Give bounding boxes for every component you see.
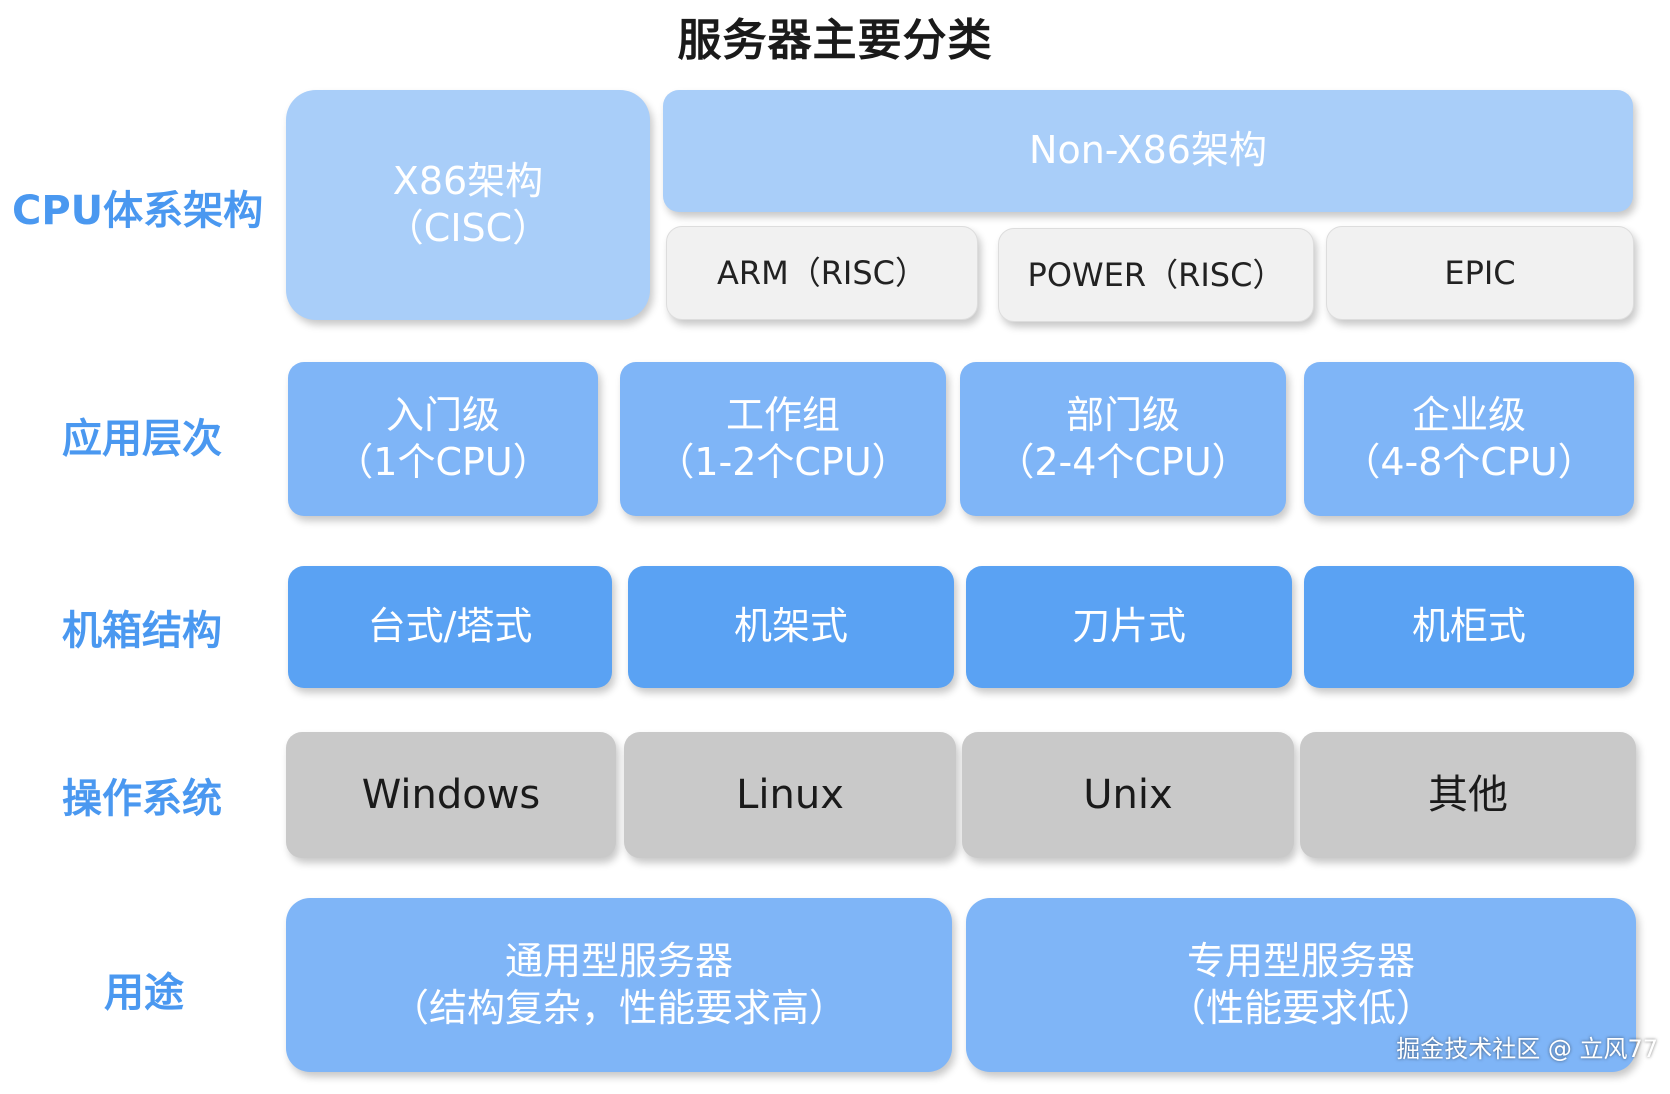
usage-dedicated-desc: （性能要求低） bbox=[1167, 986, 1434, 1030]
os-unix-box: Unix bbox=[962, 732, 1294, 858]
power-label: POWER（RISC） bbox=[1027, 256, 1285, 294]
power-box: POWER（RISC） bbox=[998, 228, 1314, 322]
usage-general-box: 通用型服务器 （结构复杂，性能要求高） bbox=[286, 898, 952, 1072]
chassis-tower-box: 台式/塔式 bbox=[288, 566, 612, 688]
level-workgroup-title: 工作组 bbox=[725, 392, 840, 437]
level-entry-box: 入门级 （1个CPU） bbox=[288, 362, 598, 516]
x86-box: X86架构 （CISC） bbox=[286, 90, 650, 320]
usage-general-desc: （结构复杂，性能要求高） bbox=[390, 986, 847, 1030]
epic-label: EPIC bbox=[1444, 254, 1516, 292]
row-label-level: 应用层次 bbox=[62, 416, 222, 462]
usage-dedicated-title: 专用型服务器 bbox=[1186, 938, 1415, 983]
chassis-cabinet-box: 机柜式 bbox=[1304, 566, 1634, 688]
arm-label: ARM（RISC） bbox=[716, 254, 928, 292]
epic-box: EPIC bbox=[1326, 226, 1634, 320]
os-other-box: 其他 bbox=[1300, 732, 1636, 858]
chassis-blade-box: 刀片式 bbox=[966, 566, 1292, 688]
level-workgroup-box: 工作组 （1-2个CPU） bbox=[620, 362, 946, 516]
level-department-box: 部门级 （2-4个CPU） bbox=[960, 362, 1286, 516]
level-department-title: 部门级 bbox=[1065, 392, 1180, 437]
chassis-blade-label: 刀片式 bbox=[1071, 604, 1186, 649]
os-windows-label: Windows bbox=[361, 772, 541, 818]
diagram-title: 服务器主要分类 bbox=[677, 15, 993, 66]
level-enterprise-title: 企业级 bbox=[1411, 392, 1526, 437]
chassis-tower-label: 台式/塔式 bbox=[367, 604, 533, 649]
level-entry-cpu: （1个CPU） bbox=[335, 440, 551, 484]
os-other-label: 其他 bbox=[1428, 772, 1508, 818]
level-department-cpu: （2-4个CPU） bbox=[996, 440, 1250, 484]
non-x86-box: Non-X86架构 bbox=[663, 90, 1633, 212]
non-x86-title: Non-X86架构 bbox=[1029, 128, 1267, 173]
chassis-rack-label: 机架式 bbox=[733, 604, 848, 649]
x86-title: X86架构 bbox=[392, 158, 544, 203]
level-enterprise-cpu: （4-8个CPU） bbox=[1342, 440, 1596, 484]
level-workgroup-cpu: （1-2个CPU） bbox=[656, 440, 910, 484]
os-unix-label: Unix bbox=[1083, 772, 1173, 818]
os-windows-box: Windows bbox=[286, 732, 616, 858]
level-enterprise-box: 企业级 （4-8个CPU） bbox=[1304, 362, 1634, 516]
chassis-cabinet-label: 机柜式 bbox=[1411, 604, 1526, 649]
usage-dedicated-box: 专用型服务器 （性能要求低） bbox=[966, 898, 1636, 1072]
row-label-chassis: 机箱结构 bbox=[62, 608, 222, 654]
x86-subtitle: （CISC） bbox=[385, 206, 551, 250]
row-label-usage: 用途 bbox=[104, 970, 184, 1016]
row-label-cpu: CPU体系架构 bbox=[12, 188, 264, 234]
chassis-rack-box: 机架式 bbox=[628, 566, 954, 688]
os-linux-box: Linux bbox=[624, 732, 956, 858]
arm-box: ARM（RISC） bbox=[666, 226, 978, 320]
credit-watermark: 掘金技术社区 @ 立风77 bbox=[1396, 1035, 1658, 1063]
os-linux-label: Linux bbox=[736, 772, 844, 818]
row-label-os: 操作系统 bbox=[62, 776, 222, 822]
usage-general-title: 通用型服务器 bbox=[504, 938, 733, 983]
level-entry-title: 入门级 bbox=[385, 392, 500, 437]
